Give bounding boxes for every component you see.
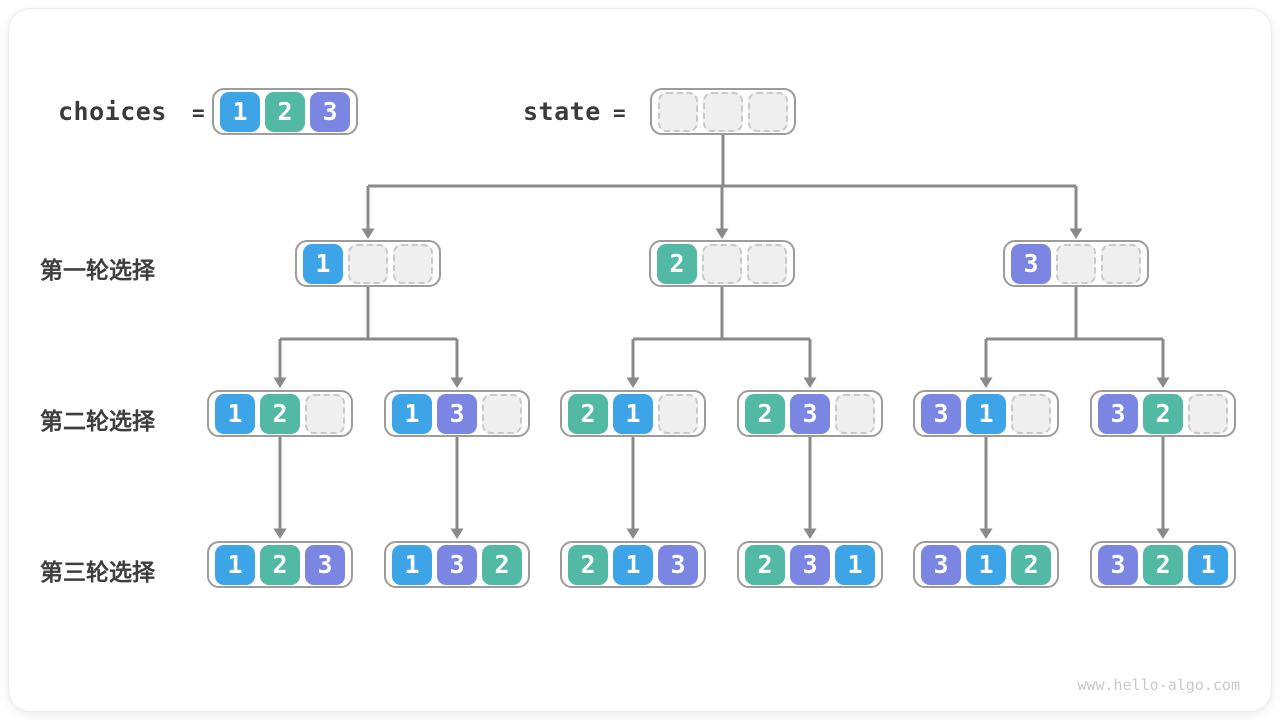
state-label: state (523, 97, 601, 126)
empty-slot (305, 393, 345, 434)
empty-slot (658, 91, 698, 132)
value-cell: 1 (392, 544, 432, 585)
state-node-round1-3: 3 (1003, 240, 1149, 287)
value-cell: 2 (1011, 544, 1051, 585)
value-cell: 1 (1188, 544, 1228, 585)
value-cell: 2 (568, 393, 608, 434)
value-cell: 2 (568, 544, 608, 585)
round-1-label: 第一轮选择 (40, 257, 155, 283)
value-cell: 3 (437, 393, 477, 434)
state-equals-sign: = (613, 101, 626, 125)
value-cell: 3 (921, 544, 961, 585)
empty-slot (702, 243, 742, 284)
round-3-label: 第三轮选择 (40, 559, 155, 585)
state-node-round1-2: 2 (649, 240, 795, 287)
choices-label: choices (58, 97, 167, 126)
state-array-box (650, 88, 796, 135)
value-cell: 1 (966, 544, 1006, 585)
value-cell: 1 (215, 393, 255, 434)
value-cell: 2 (260, 393, 300, 434)
value-cell: 3 (305, 544, 345, 585)
watermark: www.hello-algo.com (1077, 676, 1240, 694)
empty-slot (703, 91, 743, 132)
value-cell: 3 (790, 393, 830, 434)
value-cell: 3 (1011, 243, 1051, 284)
value-cell: 2 (1143, 544, 1183, 585)
empty-slot (748, 91, 788, 132)
value-cell: 3 (310, 91, 350, 132)
value-cell: 2 (657, 243, 697, 284)
empty-slot (348, 243, 388, 284)
value-cell: 2 (482, 544, 522, 585)
value-cell: 2 (745, 393, 785, 434)
empty-slot (1056, 243, 1096, 284)
round-2-label: 第二轮选择 (40, 408, 155, 434)
value-cell: 3 (1098, 393, 1138, 434)
value-cell: 2 (1143, 393, 1183, 434)
value-cell: 1 (835, 544, 875, 585)
value-cell: 1 (220, 91, 260, 132)
value-cell: 3 (1098, 544, 1138, 585)
value-cell: 1 (613, 544, 653, 585)
empty-slot (1011, 393, 1051, 434)
empty-slot (393, 243, 433, 284)
empty-slot (835, 393, 875, 434)
value-cell: 1 (613, 393, 653, 434)
value-cell: 3 (437, 544, 477, 585)
empty-slot (747, 243, 787, 284)
value-cell: 3 (790, 544, 830, 585)
value-cell: 2 (745, 544, 785, 585)
empty-slot (658, 393, 698, 434)
empty-slot (482, 393, 522, 434)
value-cell: 1 (966, 393, 1006, 434)
value-cell: 3 (921, 393, 961, 434)
empty-slot (1101, 243, 1141, 284)
value-cell: 2 (260, 544, 300, 585)
value-cell: 1 (215, 544, 255, 585)
empty-slot (1188, 393, 1228, 434)
state-node-round1-1: 1 (295, 240, 441, 287)
value-cell: 3 (658, 544, 698, 585)
choices-equals-sign: = (192, 101, 205, 125)
value-cell: 1 (392, 393, 432, 434)
value-cell: 2 (265, 91, 305, 132)
value-cell: 1 (303, 243, 343, 284)
